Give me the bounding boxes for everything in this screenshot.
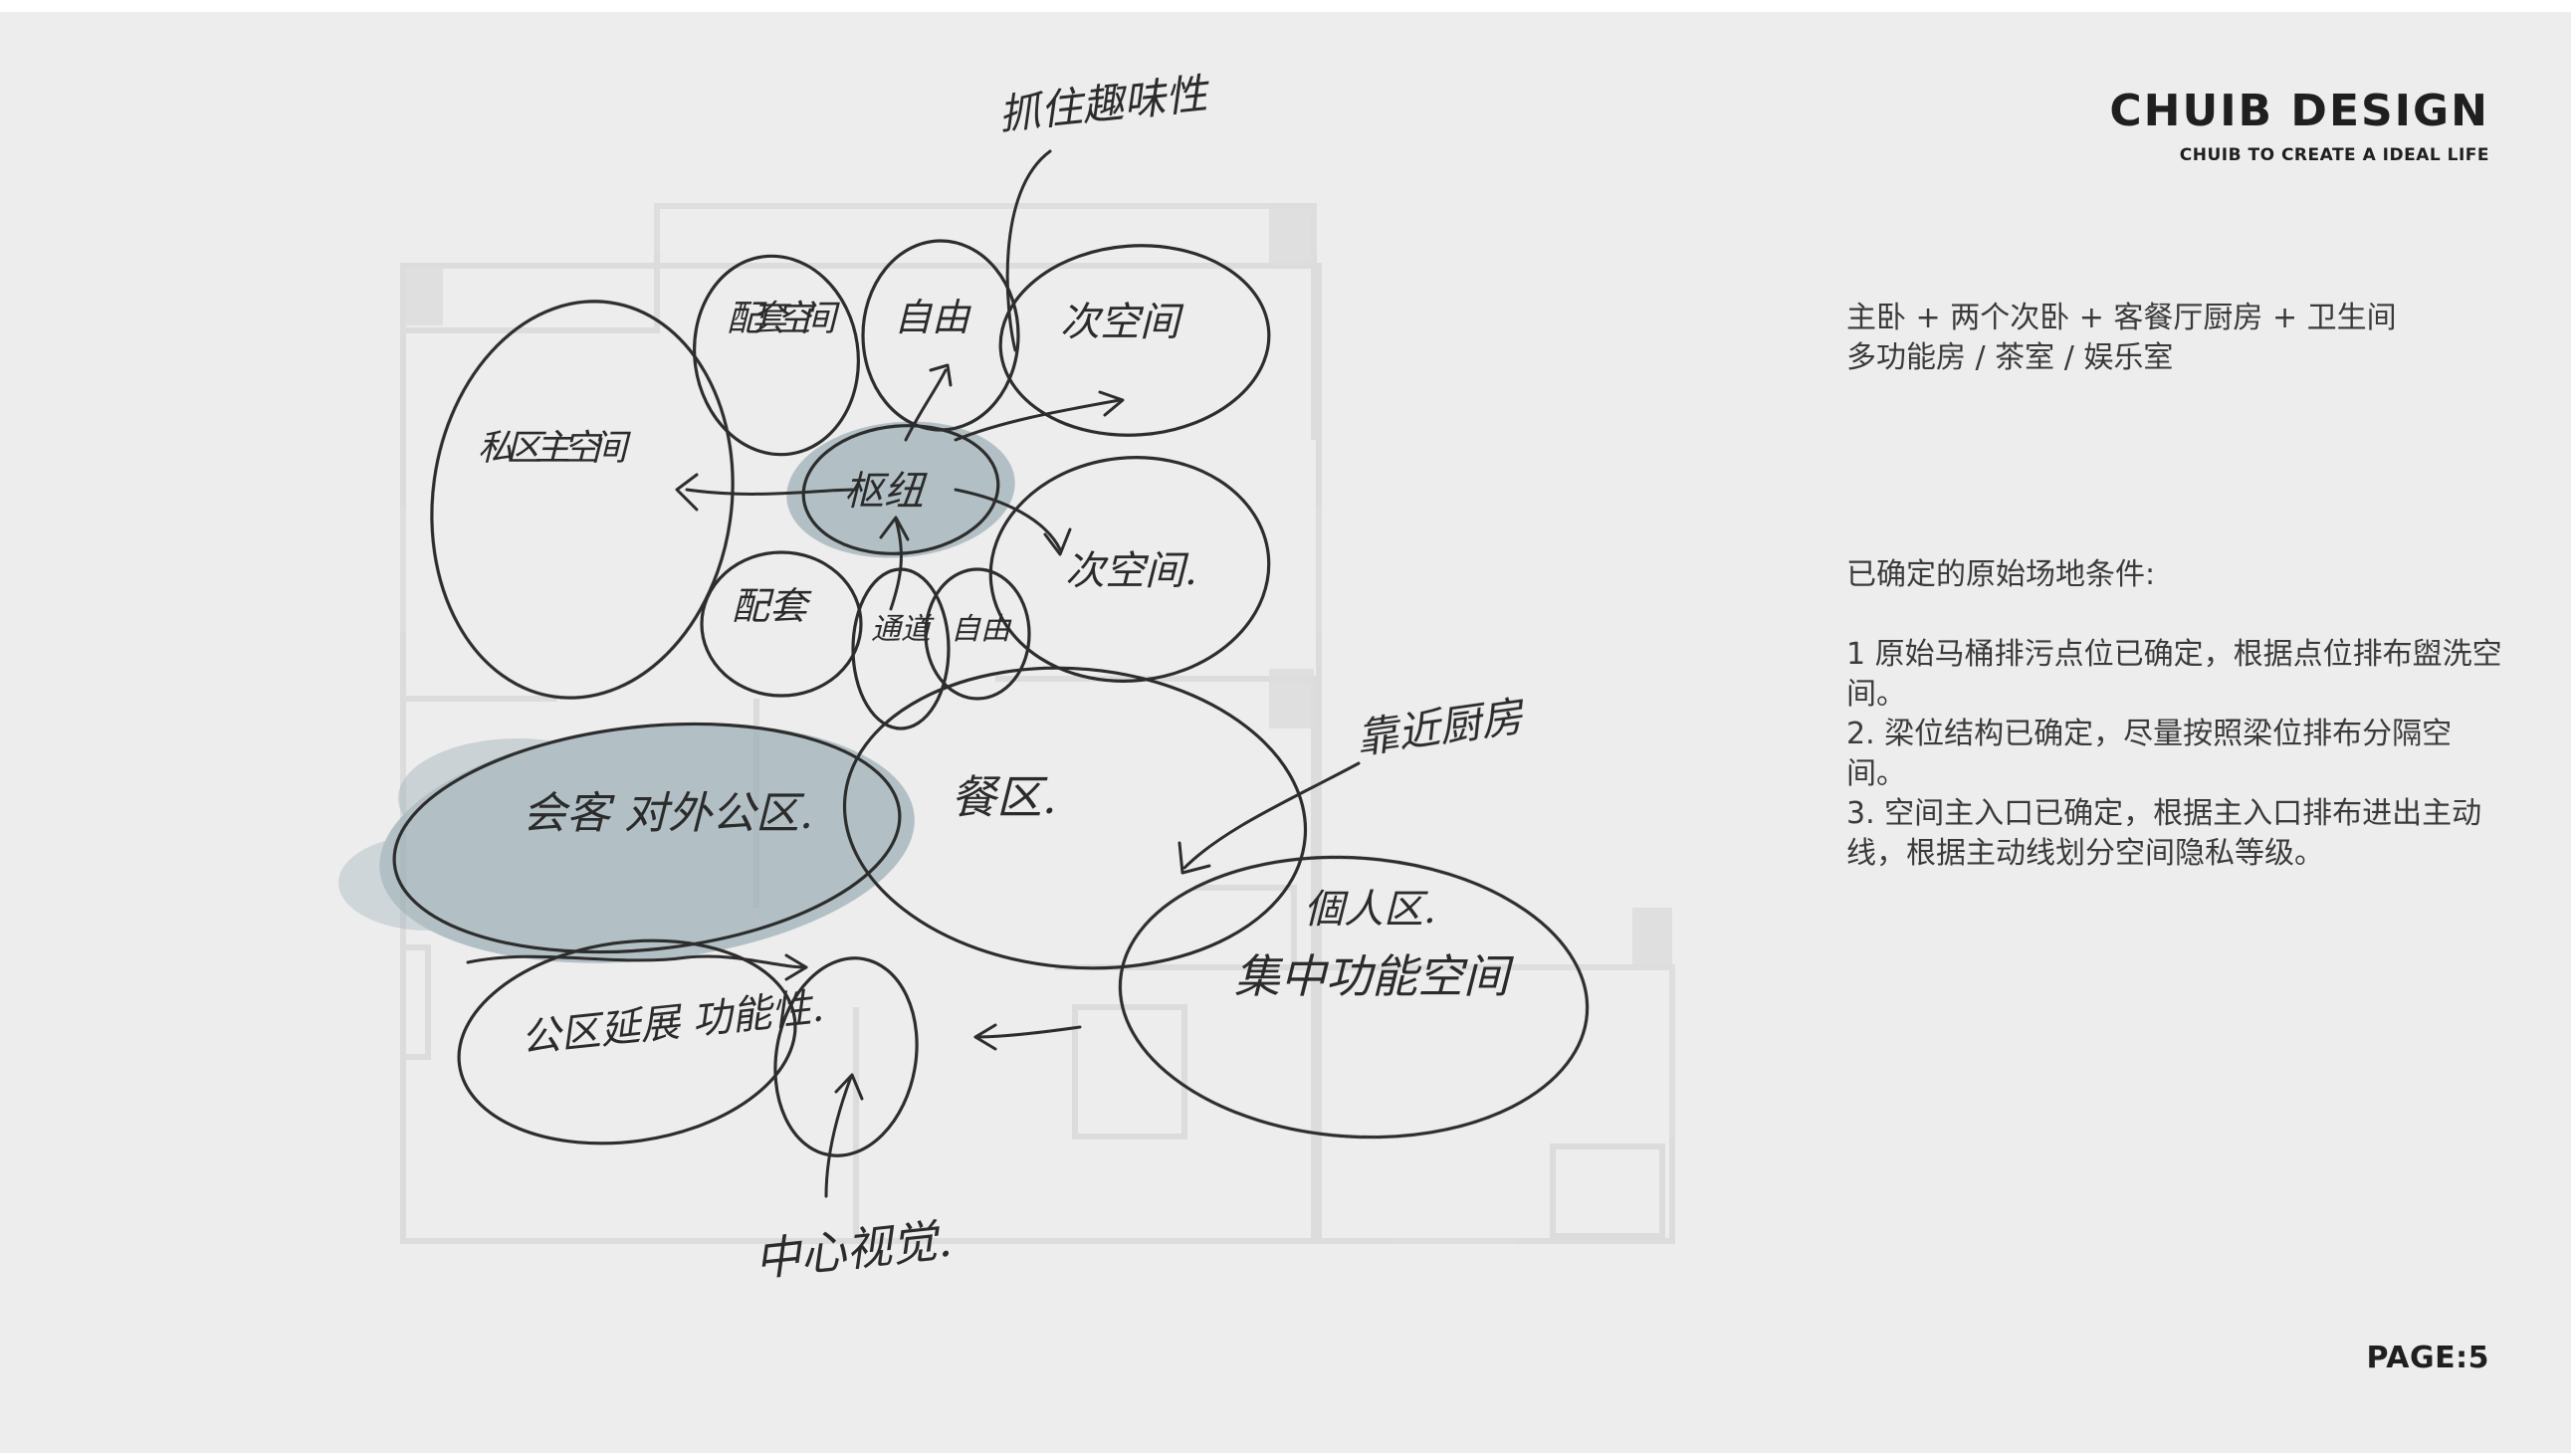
condition-item: 2. 梁位结构已确定，尽量按照梁位排布分隔空间。 [1846,717,2453,791]
label-support-space: 配套空间 [727,299,840,339]
label-personal-zone: 個人区. [1304,887,1436,933]
label-secondary-top: 次空间 [1060,300,1184,345]
label-kitchen-note: 靠近厨房 [1354,692,1529,763]
page-number: PAGE:5 [2366,1341,2489,1375]
grey-wash [338,421,1015,963]
label-private-main: 私区主空间 [478,428,631,469]
slide-page: 抓住趣味性 配套空间 自由 次空间 私区主空间 枢纽 次空间. 配套 通道 自由… [0,12,2571,1453]
label-living-public: 会客 对外公区. [523,788,813,839]
brand-logo: CHUIB DESIGN CHUIB TO CREATE A IDEAL LIF… [2109,86,2489,166]
label-dining: 餐区. [951,770,1057,824]
brand-name: CHUIB DESIGN [2109,86,2489,136]
label-public-extension: 公区延展 功能性. [519,984,826,1062]
brand-tagline: CHUIB TO CREATE A IDEAL LIFE [2179,145,2489,165]
design-notes: 主卧 + 两个次卧 + 客餐厅厨房 + 卫生间 多功能房 / 茶室 / 娱乐室 … [1846,299,2503,874]
flow-arrows [466,149,1361,1198]
condition-item: 1 原始马桶排污点位已确定，根据点位排布盥洗空间。 [1846,637,2502,712]
label-concentrated-function: 集中功能空间 [1234,949,1515,1003]
label-hub: 枢纽 [844,469,928,515]
condition-item: 3. 空间主入口已确定，根据主入口排布进出主动线，根据主动线划分空间隐私等级。 [1846,796,2482,871]
bubble-diagram-sketch: 抓住趣味性 配套空间 自由 次空间 私区主空间 枢纽 次空间. 配套 通道 自由… [338,69,1675,1287]
label-secondary-right: 次空间. [1065,548,1197,594]
label-passage: 通道 [871,612,935,647]
label-flex-top: 自由 [894,296,971,339]
conditions-heading: 已确定的原始场地条件: [1846,557,2156,592]
program-line-1: 主卧 + 两个次卧 + 客餐厅厨房 + 卫生间 [1846,301,2397,335]
label-top-note: 抓住趣味性 [996,69,1213,139]
label-support-small: 配套 [732,584,812,628]
program-line-2: 多功能房 / 茶室 / 娱乐室 [1846,340,2174,375]
label-central-view: 中心视觉. [752,1212,955,1286]
label-flex-small: 自由 [951,612,1012,647]
